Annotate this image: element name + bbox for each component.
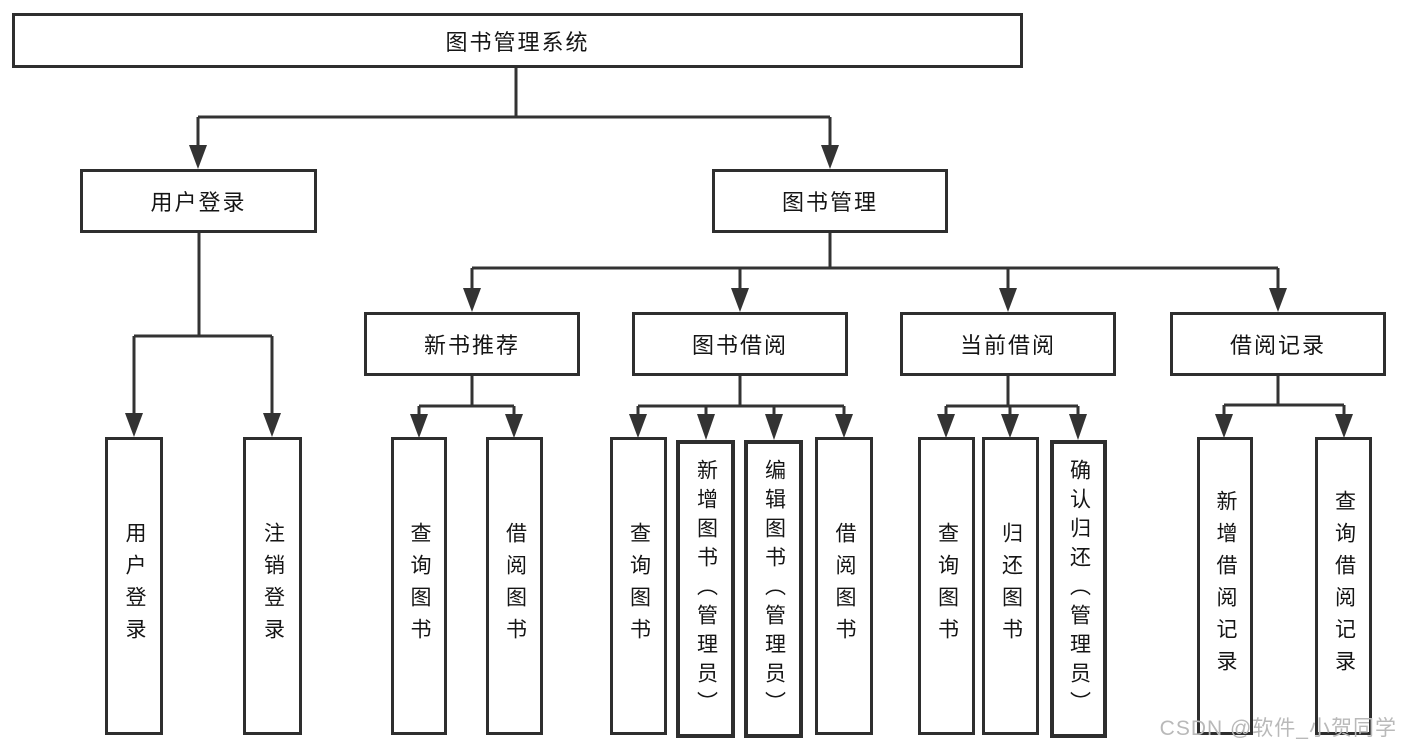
node-new-book-recommend: 新书推荐 (364, 312, 580, 376)
node-book-management: 图书管理 (712, 169, 948, 233)
node-root-system: 图书管理系统 (12, 13, 1023, 68)
csdn-watermark: CSDN @软件_小贺同学 (1159, 717, 1397, 740)
node-current-borrow: 当前借阅 (900, 312, 1116, 376)
leaf-query-books-borrow: 查询图书 (610, 437, 667, 735)
leaf-add-books-admin: 新增图书（管理员） (676, 440, 735, 738)
leaf-user-login: 用户登录 (105, 437, 163, 735)
leaf-confirm-return-admin: 确认归还（管理员） (1050, 440, 1107, 738)
node-borrow-records: 借阅记录 (1170, 312, 1386, 376)
node-user-login: 用户登录 (80, 169, 317, 233)
leaf-logout: 注销登录 (243, 437, 302, 735)
leaf-borrow-books: 借阅图书 (815, 437, 873, 735)
leaf-edit-books-admin: 编辑图书（管理员） (744, 440, 803, 738)
leaf-query-books-recommend: 查询图书 (391, 437, 447, 735)
leaf-add-borrow-record: 新增借阅记录 (1197, 437, 1253, 735)
leaf-query-borrow-record: 查询借阅记录 (1315, 437, 1372, 735)
leaf-borrow-books-recommend: 借阅图书 (486, 437, 543, 735)
arrowhead-icons (125, 145, 1353, 440)
leaf-return-books: 归还图书 (982, 437, 1039, 735)
node-book-borrow: 图书借阅 (632, 312, 848, 376)
leaf-query-books-current: 查询图书 (918, 437, 975, 735)
